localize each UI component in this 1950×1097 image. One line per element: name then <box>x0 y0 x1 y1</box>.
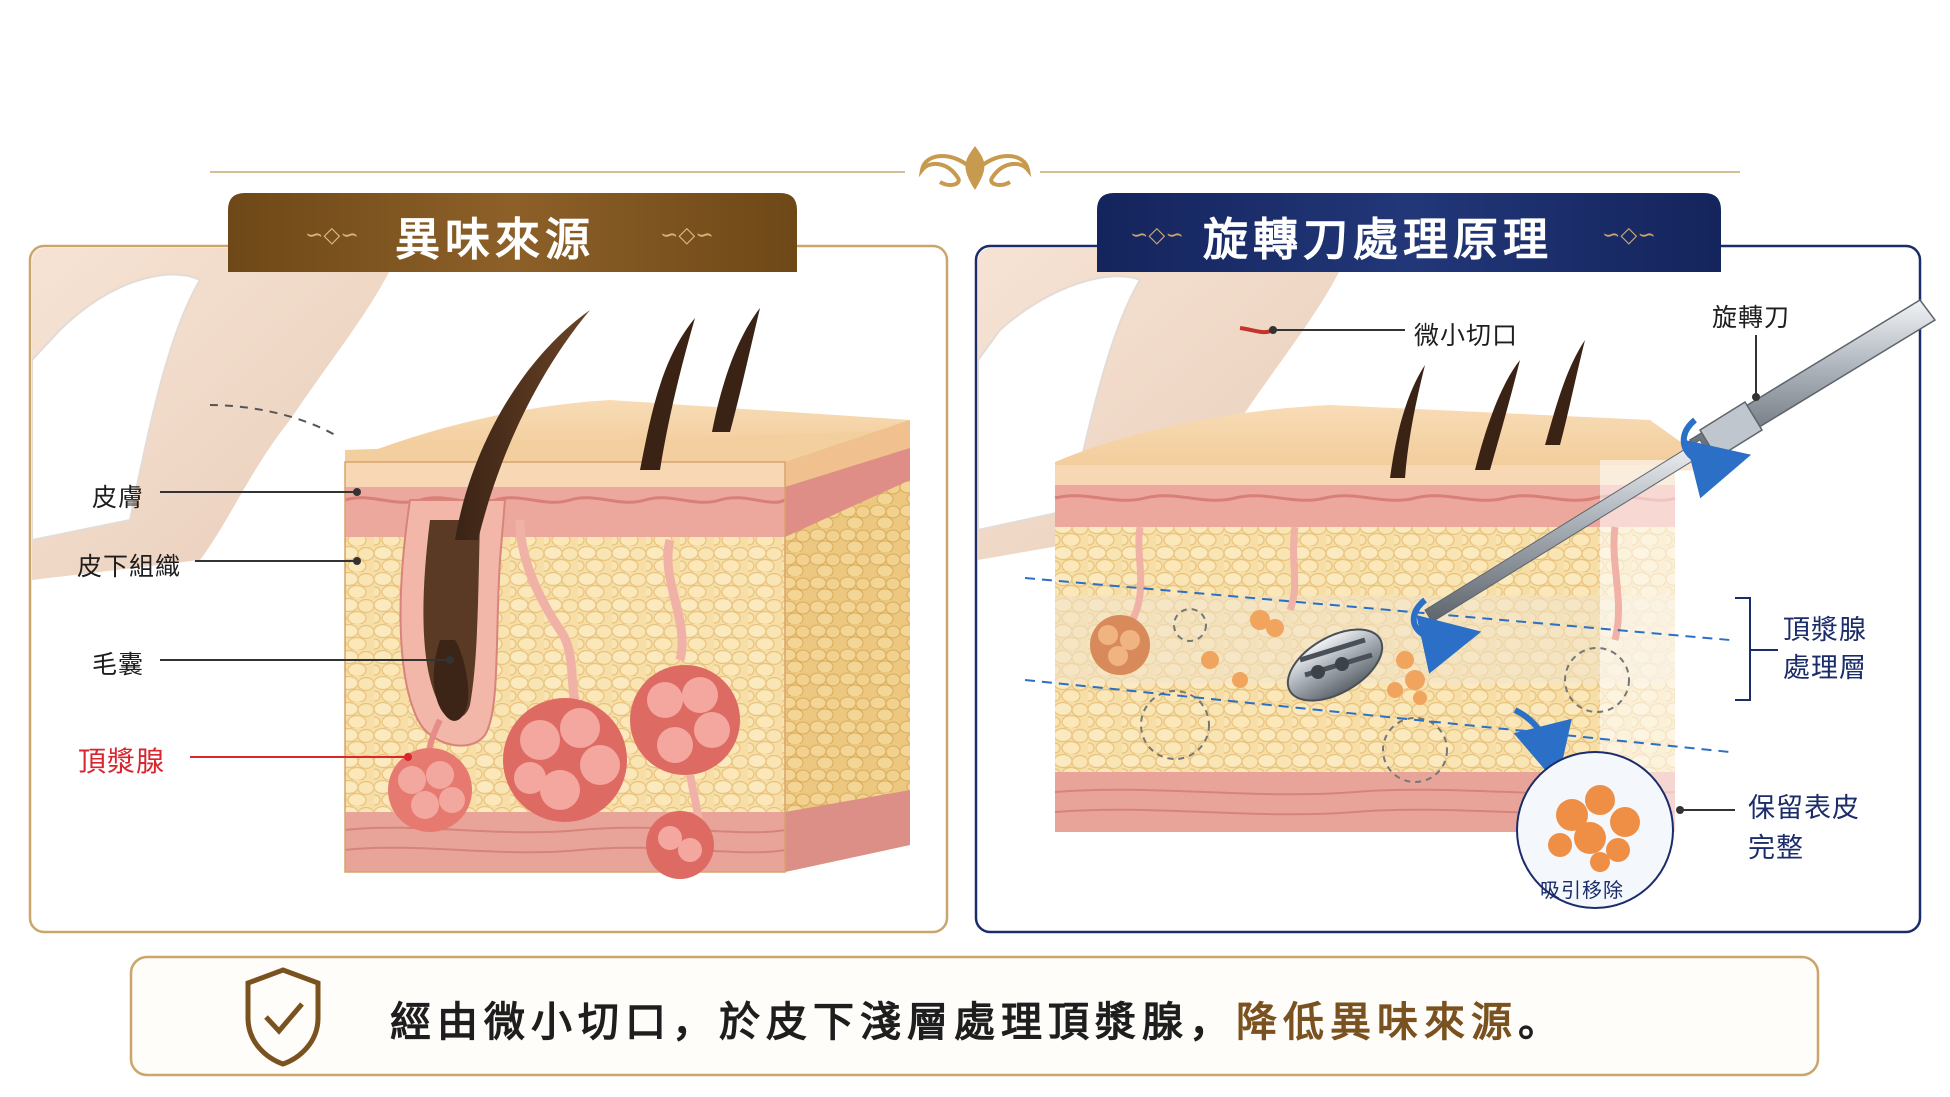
label-skin: 皮膚 <box>92 483 145 512</box>
rotation-arrows <box>1410 417 1752 785</box>
hair-strand <box>1390 365 1425 478</box>
top-divider-ornament <box>210 146 1740 190</box>
svg-text:∽◇∽: ∽◇∽ <box>660 223 714 248</box>
hair-strand <box>1475 360 1520 470</box>
right-panel <box>974 244 1937 934</box>
label-apocrine-gland: 頂漿腺 <box>78 745 166 778</box>
summary-text: 經由微小切口，於皮下淺層處理頂漿腺，降低異味來源。 <box>390 988 1565 1048</box>
label-keep-epidermis-line1: 保留表皮 <box>1748 793 1860 824</box>
gland-duct <box>1286 526 1299 612</box>
label-micro-incision: 微小切口 <box>1414 321 1519 350</box>
left-title-tab: ∽◇∽ ∽◇∽ <box>228 193 797 272</box>
label-suction-removal: 吸引移除 <box>1540 878 1624 902</box>
gland-duct <box>1126 526 1145 627</box>
hair-strand <box>1545 340 1585 445</box>
label-hair-follicle: 毛囊 <box>92 650 145 679</box>
right-leader-lines <box>1269 326 1760 814</box>
summary-banner <box>129 955 1820 1077</box>
hair-strand <box>640 318 695 470</box>
apocrine-gland-large <box>630 538 740 879</box>
svg-text:∽◇∽: ∽◇∽ <box>305 223 359 248</box>
svg-text:∽◇∽: ∽◇∽ <box>1602 223 1656 248</box>
left-leader-lines <box>160 488 454 761</box>
suction-removal-inset <box>1516 751 1674 909</box>
removed-gland-outlines <box>1140 608 1630 783</box>
svg-text:∽◇∽: ∽◇∽ <box>1130 223 1184 248</box>
summary-text-main: 經由微小切口，於皮下淺層處理頂漿腺， <box>390 998 1236 1046</box>
label-subcutaneous-tissue: 皮下組織 <box>77 552 182 581</box>
rotary-blade-instrument <box>1286 299 1937 702</box>
label-rotary-blade: 旋轉刀 <box>1712 303 1791 332</box>
apocrine-gland-intact <box>1090 615 1150 675</box>
summary-text-end: 。 <box>1518 998 1565 1046</box>
treatment-layer-lines <box>1024 577 1778 753</box>
summary-text-highlight: 降低異味來源 <box>1236 998 1518 1046</box>
right-panel-title: 旋轉刀處理原理 <box>1203 213 1554 266</box>
gland-duct <box>1610 526 1623 641</box>
label-treatment-layer-line1: 頂漿腺 <box>1783 615 1867 646</box>
label-treatment-layer-line2: 處理層 <box>1783 653 1867 684</box>
label-keep-epidermis-line2: 完整 <box>1748 833 1804 864</box>
apocrine-gland-medium <box>503 519 627 822</box>
shield-check-icon <box>245 967 321 1067</box>
hair-follicle <box>399 310 590 776</box>
gland-fragments <box>1201 610 1427 705</box>
left-panel <box>28 244 949 934</box>
left-panel-title: 異味來源 <box>395 213 596 266</box>
apocrine-gland-small <box>388 748 472 832</box>
hair-strand <box>712 308 760 432</box>
armpit-illustration-left <box>32 248 400 580</box>
right-title-tab: ∽◇∽ ∽◇∽ <box>1097 193 1721 272</box>
